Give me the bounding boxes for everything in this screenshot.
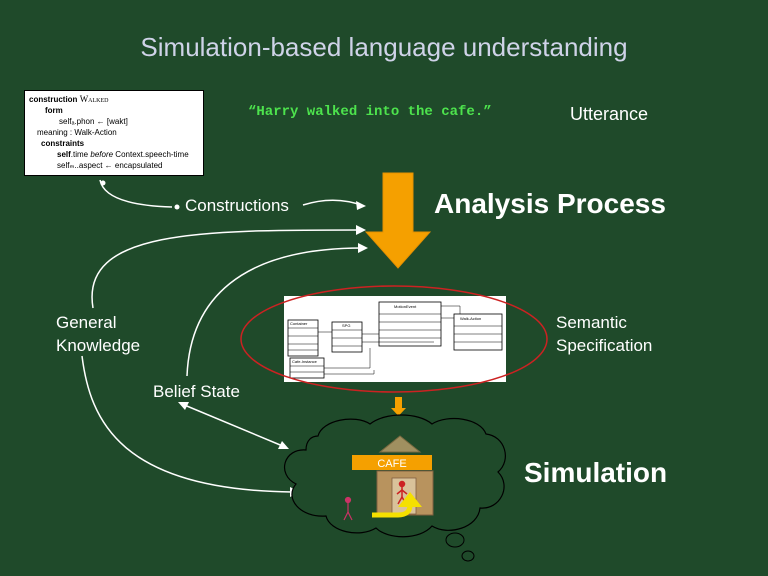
knowledge-to-analysis-arrow [91, 229, 361, 309]
belief-to-analysis-arrowhead [358, 243, 368, 253]
utterance-text: “Harry walked into the cafe.” [248, 104, 492, 120]
motion-event-title: MotionEvent [394, 304, 417, 309]
constructions-arrow [302, 199, 365, 207]
walking-person-icon [343, 496, 353, 521]
constructions-arrowhead [356, 201, 366, 210]
semspec-ellipse [240, 285, 548, 393]
knowledge-to-simulation-arrow [81, 355, 293, 493]
cafe-sign [352, 455, 432, 470]
construction-link-curve [99, 179, 173, 208]
person-in-cafe-icon [396, 480, 408, 505]
semantic-spec-label-1: Semantic [556, 313, 627, 332]
constructions-label: Constructions [185, 196, 289, 215]
belief-simulation-arrowhead-1 [178, 402, 189, 410]
analysis-down-arrow [364, 172, 432, 269]
semspec-diagram-svg: MotionEvent Walk-Action Container SPG Ca… [287, 301, 503, 379]
general-knowledge-label-1: General [56, 313, 117, 332]
walk-action-box [453, 313, 503, 351]
simulation-label: Simulation [524, 457, 668, 488]
construction-header: construction Walked [29, 94, 109, 104]
construction-constraints: constraints [41, 139, 85, 148]
thought-bubble-1 [445, 532, 465, 548]
analysis-process-label: Analysis Process [434, 188, 666, 219]
construction-box: construction Walked form selfₐ.phon ← [w… [24, 90, 204, 176]
container-title: Container [290, 321, 308, 326]
spg-box [331, 321, 363, 353]
semspec-diagram: MotionEvent Walk-Action Container SPG Ca… [284, 296, 506, 382]
constructions-dot [174, 204, 180, 210]
belief-simulation-arrowhead-2 [278, 441, 289, 449]
cafe-roof [378, 435, 422, 453]
semantic-spec-label-2: Specification [556, 336, 653, 355]
thought-bubble-2 [461, 550, 475, 562]
motion-event-box [378, 301, 442, 347]
belief-simulation-link [181, 403, 286, 448]
construction-meaning: meaning : Walk-Action [37, 128, 117, 137]
cafe-sign-text: CAFE [377, 458, 406, 470]
constraint-aspect: selfₘ..aspect ← encapsulated [57, 161, 163, 170]
construction-form: form [45, 106, 63, 115]
slide-title: Simulation-based language understanding [140, 32, 628, 62]
knowledge-to-analysis-arrowhead [356, 225, 366, 235]
utterance-label: Utterance [570, 104, 649, 124]
spg-title: SPG [342, 323, 350, 328]
semspec-to-simulation-arrow [391, 397, 406, 416]
constraint-time: self.time before Context.speech-time [57, 150, 189, 159]
construction-form-phon: selfₐ.phon ← [wakt] [59, 117, 128, 126]
walk-action-title: Walk-Action [460, 316, 481, 321]
belief-to-analysis-arrow [186, 247, 363, 377]
cafe-instance-title: Cafe-Instance [292, 359, 318, 364]
belief-state-label: Belief State [153, 382, 240, 401]
general-knowledge-label-2: Knowledge [56, 336, 141, 355]
walk-path-arrowhead [398, 492, 422, 507]
construction-link-dot [100, 180, 106, 186]
